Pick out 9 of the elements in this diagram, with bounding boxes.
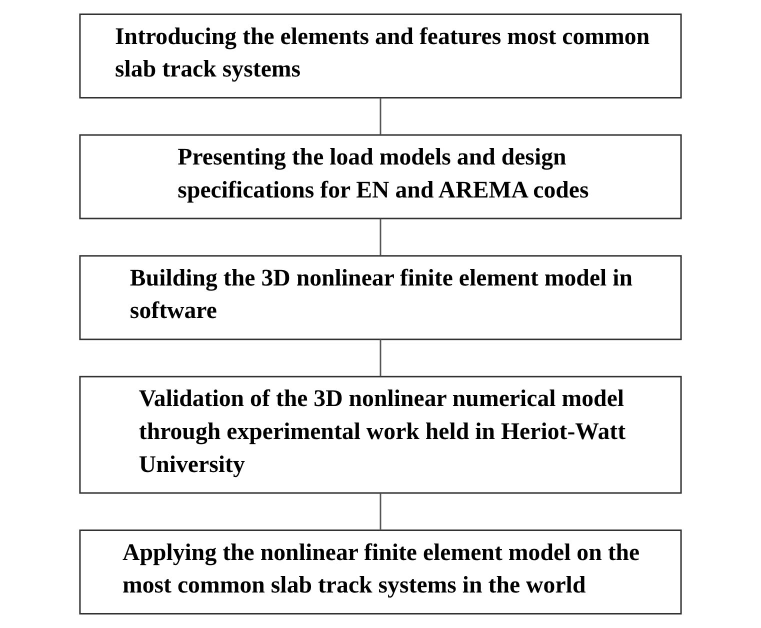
connector xyxy=(380,218,382,256)
connector xyxy=(380,493,382,530)
node-box: Presenting the load models and design specifications for EN and AREMA codes xyxy=(79,134,682,220)
node-box: Applying the nonlinear finite element model on the most common slab track systems in the world xyxy=(79,530,682,615)
node-box: Introducing the elements and features most common slab track systems xyxy=(79,13,682,98)
node-box: Validation of the 3D nonlinear numerical model through experimental work held in Heriot-Watt University xyxy=(79,376,682,494)
connector xyxy=(380,339,382,376)
node-box: Building the 3D nonlinear finite element model in software xyxy=(79,255,682,340)
connector xyxy=(380,98,382,135)
